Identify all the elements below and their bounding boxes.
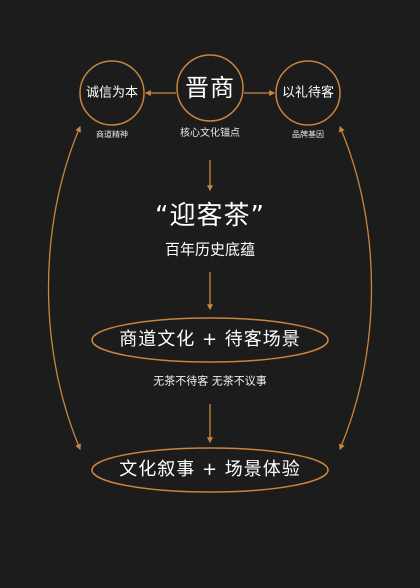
left-node-caption: 商道精神: [96, 130, 128, 139]
right-node-circle: [275, 60, 341, 126]
center-node-circle: [176, 54, 244, 122]
headline-title: “迎客茶”: [155, 201, 265, 231]
right-node-label: 以礼待客: [281, 85, 335, 101]
stage-two-text: 文化叙事 + 场景体验: [119, 459, 301, 480]
stage-one-text: 商道文化 + 待客场景: [119, 329, 301, 350]
left-curved-double-arrow: [47, 125, 81, 451]
stage-one-below-text: 无茶不待客 无茶不议事: [153, 374, 267, 388]
stage-two-oval: [91, 447, 329, 493]
right-curved-double-arrow: [339, 125, 373, 451]
center-node-label: 晋商: [185, 74, 235, 102]
right-node-caption: 品牌基因: [292, 130, 324, 139]
stage-one-oval: [91, 317, 329, 363]
left-node-label: 诚信为本: [85, 85, 139, 101]
center-node-caption: 核心文化锚点: [180, 128, 240, 139]
headline-subtitle: 百年历史底蕴: [164, 240, 256, 259]
left-node-circle: [79, 60, 145, 126]
